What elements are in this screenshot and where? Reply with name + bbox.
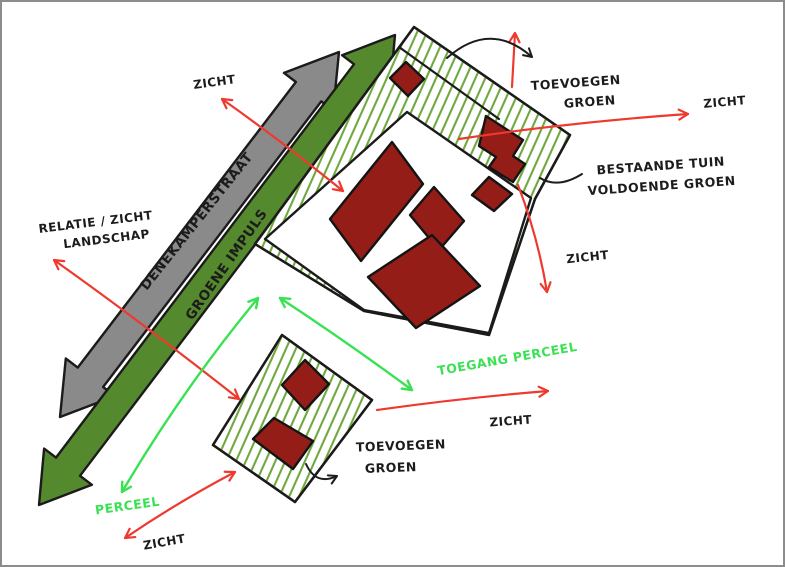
building — [328, 140, 425, 263]
zicht-arrow-top-left — [220, 97, 345, 193]
rotation-curve-arrow — [446, 37, 533, 59]
bestaande-tuin-hook — [539, 173, 583, 184]
toegang-perceel-arrow — [278, 296, 414, 392]
building — [388, 60, 426, 98]
label-zicht-middle-right: ZICHT — [566, 248, 610, 266]
label-toegang-perceel: TOEGANG PERCEEL — [436, 339, 578, 378]
label-bestaande-tuin-2: VOLDOENDE GROEN — [587, 173, 736, 198]
label-bestaande-tuin-1: BESTAANDE TUIN — [596, 154, 725, 178]
label-zicht-top-left: ZICHT — [192, 72, 237, 92]
building — [470, 175, 514, 213]
label-zicht-top-right: ZICHT — [703, 93, 747, 111]
zicht-arrow-up — [508, 31, 521, 89]
zicht-arrow-middle-right — [516, 183, 552, 294]
label-zicht-center-bottom: ZICHT — [489, 413, 533, 430]
perceel-arrow — [120, 296, 260, 494]
parcel-south — [211, 333, 374, 504]
parcel-divider-line — [397, 45, 501, 121]
building — [251, 416, 315, 471]
label-toevoegen-groen-top-1: TOEVOEGEN — [530, 72, 621, 93]
toevoegen-groen-hook — [305, 463, 338, 485]
building-l-shape — [477, 114, 527, 184]
label-toevoegen-groen-bottom-2: GROEN — [365, 459, 418, 476]
label-toevoegen-groen-bottom-1: TOEVOEGEN — [356, 436, 447, 454]
zicht-arrow-center-bottom — [375, 385, 550, 412]
label-perceel: PERCEEL — [94, 494, 161, 518]
label-zicht-bottom-left: ZICHT — [142, 531, 187, 552]
label-toevoegen-groen-top-2: GROEN — [563, 92, 616, 111]
zicht-arrow-top-right — [457, 108, 690, 141]
